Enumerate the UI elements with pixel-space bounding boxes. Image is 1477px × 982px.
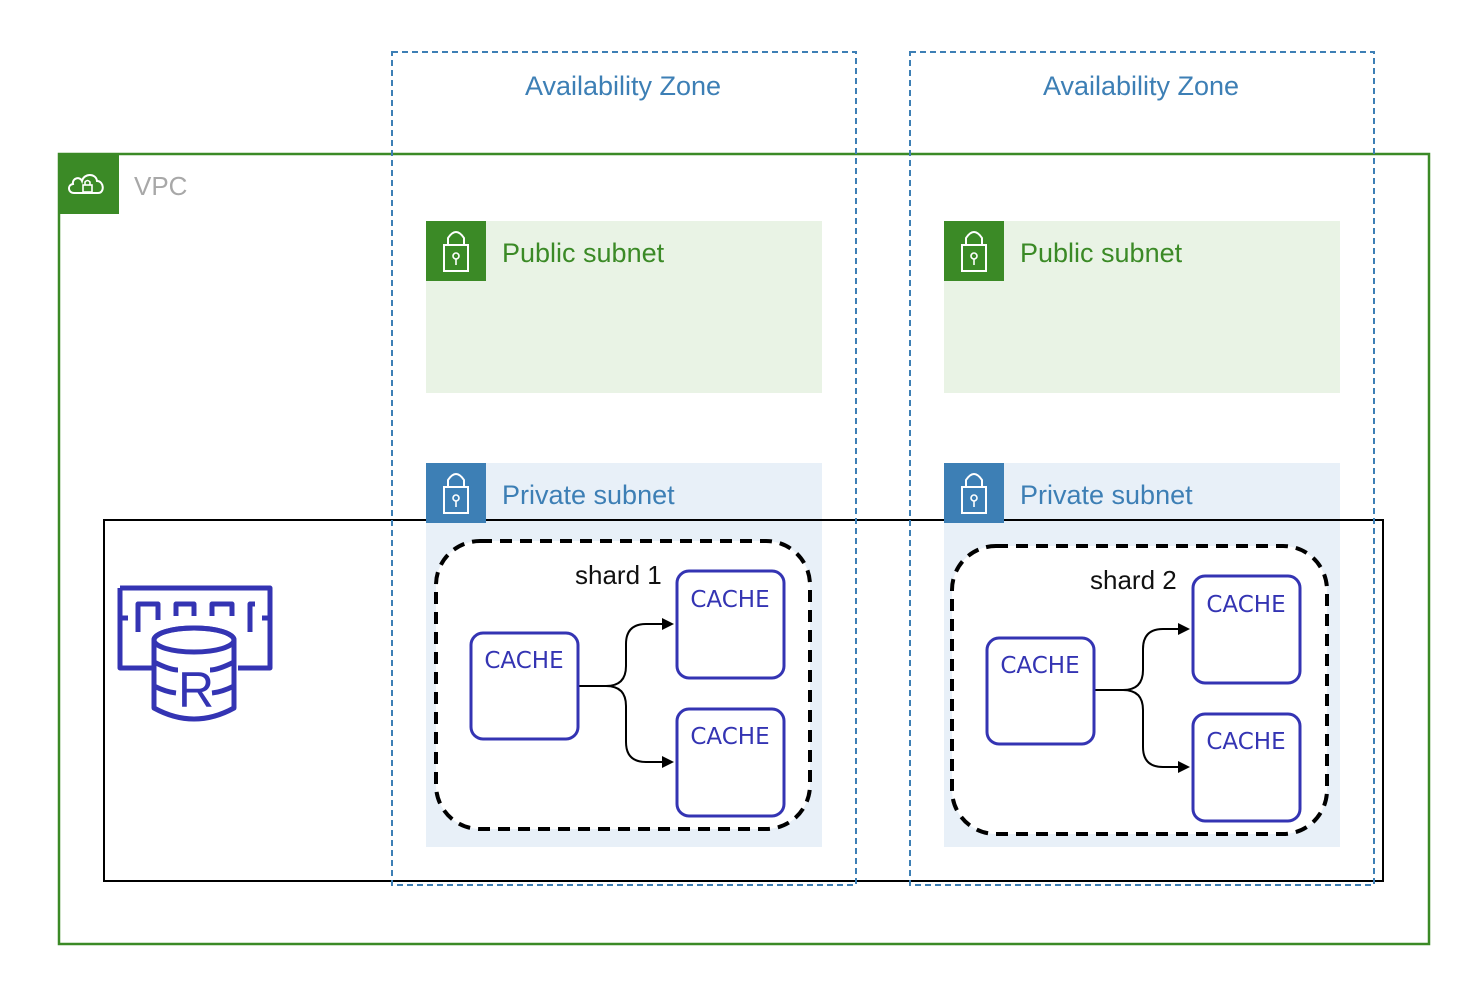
shard-2-label: shard 2 — [1090, 565, 1177, 595]
shard-1-replica-2-cache-node — [675, 707, 786, 818]
public-subnet-1-lock-icon — [426, 221, 486, 281]
availability-zone-2-label: Availability Zone — [1043, 71, 1239, 101]
elasticache-cluster-box — [103, 519, 1384, 882]
shard-2-replica-2-cache-node — [1191, 712, 1302, 823]
shard-2-edges — [1094, 623, 1190, 773]
shard-1-replica-1-cache-label: CACHE — [690, 587, 769, 613]
private-subnet-2-label: Private subnet — [1020, 480, 1193, 510]
public-subnet-2 — [944, 221, 1340, 393]
availability-zone-1 — [391, 51, 857, 886]
shard-1-replica-1-cache-node — [675, 569, 786, 680]
availability-zone-2 — [909, 51, 1375, 886]
shard-1-primary-cache-node — [469, 631, 580, 741]
availability-zone-1-label: Availability Zone — [525, 71, 721, 101]
shard-2-replica-2-cache-label: CACHE — [1206, 729, 1285, 755]
public-subnet-1-label: Public subnet — [502, 238, 665, 268]
shard-1-replica-2-cache-label: CACHE — [690, 724, 769, 750]
public-subnet-1 — [426, 221, 822, 393]
public-subnet-2-lock-icon — [944, 221, 1004, 281]
shard-2-primary-cache-node — [985, 636, 1096, 746]
private-subnet-2-lock-icon — [944, 463, 1004, 523]
shard-1-label: shard 1 — [575, 560, 662, 590]
shard-2-replica-1-cache-node — [1191, 574, 1302, 685]
public-subnet-2-label: Public subnet — [1020, 238, 1183, 268]
redis-letter: R — [178, 662, 214, 718]
shard-1-edges — [578, 618, 674, 768]
private-subnet-1-label: Private subnet — [502, 480, 675, 510]
shard-2-primary-cache-label: CACHE — [1000, 653, 1079, 679]
vpc-container — [57, 152, 1431, 946]
shard-1-primary-cache-label: CACHE — [484, 648, 563, 674]
vpc-label: VPC — [134, 171, 187, 201]
shard-2-replica-1-cache-label: CACHE — [1206, 592, 1285, 618]
private-subnet-1-lock-icon — [426, 463, 486, 523]
elasticache-redis-icon: R — [117, 585, 273, 722]
vpc-cloud-lock-icon — [59, 154, 119, 214]
